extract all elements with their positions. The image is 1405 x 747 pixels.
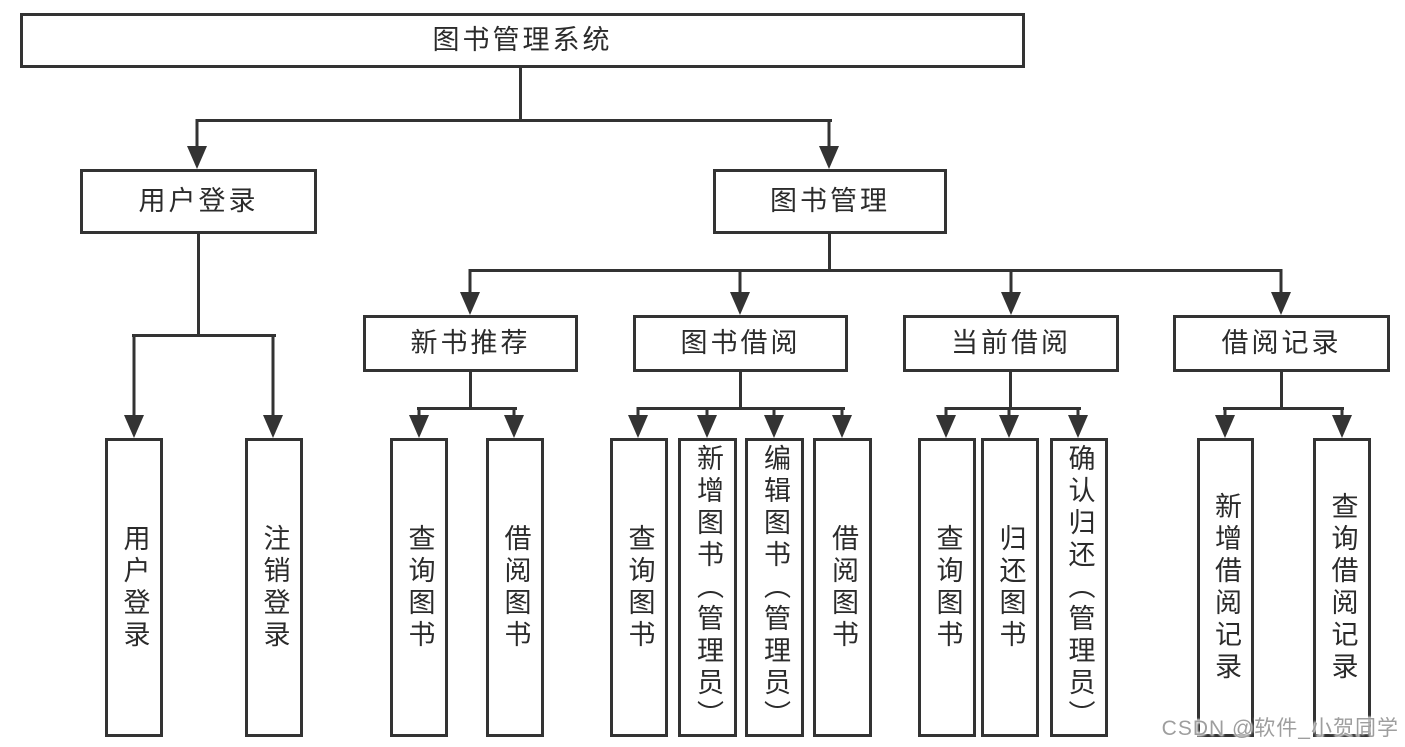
connector-borrow-records-stub: [1280, 370, 1283, 410]
node-book-borrow: 图书借阅: [633, 315, 848, 372]
node-label: 新书推荐: [410, 328, 531, 358]
leaf-query-borrow-record: 查询借阅记录: [1313, 438, 1371, 737]
node-label: 新增借阅记录: [1211, 491, 1241, 684]
arrow-to-query-books-3: [936, 407, 956, 438]
leaf-borrow-books-1: 借阅图书: [486, 438, 544, 737]
node-label: 查询图书: [624, 523, 655, 652]
arrow-to-query-books-1: [409, 407, 429, 438]
node-label: 图书借阅: [680, 328, 801, 358]
connector-new-book-rail: [417, 407, 517, 410]
node-label: 编辑图书（管理员）: [760, 443, 790, 732]
connector-book-borrow-stub: [739, 370, 742, 410]
arrow-to-borrow-books-2: [832, 407, 852, 438]
arrow-to-current-borrow: [1001, 269, 1021, 315]
connector-user-login-stub: [197, 232, 200, 337]
connector-user-login-rail: [132, 334, 276, 337]
arrow-to-confirm-return-admin: [1068, 407, 1088, 438]
arrow-to-new-book-recommend: [460, 269, 480, 315]
leaf-user-login: 用户登录: [105, 438, 163, 737]
arrow-to-return-book: [999, 407, 1019, 438]
leaf-confirm-return-admin: 确认归还（管理员）: [1050, 438, 1108, 737]
connector-book-borrow-rail: [637, 407, 845, 410]
arrow-to-leaf-user-login: [124, 334, 144, 438]
node-label: 图书管理系统: [432, 25, 613, 55]
arrow-to-edit-book-admin: [764, 407, 784, 438]
arrow-to-borrow-records: [1271, 269, 1291, 315]
leaf-edit-book-admin: 编辑图书（管理员）: [745, 438, 804, 737]
arrow-to-leaf-logout: [263, 334, 283, 438]
csdn-watermark: CSDN @软件_小贺同学: [1161, 717, 1399, 740]
arrow-to-user-login: [187, 119, 207, 169]
node-label: 注销登录: [259, 523, 290, 652]
leaf-query-books-3: 查询图书: [918, 438, 976, 737]
node-label: 确认归还（管理员）: [1064, 443, 1095, 732]
connector-current-borrow-stub: [1009, 370, 1012, 410]
leaf-logout: 注销登录: [245, 438, 303, 737]
node-label: 用户登录: [138, 186, 259, 216]
node-label: 图书管理: [770, 186, 890, 216]
node-label: 用户登录: [119, 523, 150, 652]
node-label: 新增图书（管理员）: [693, 443, 723, 732]
leaf-query-books-2: 查询图书: [610, 438, 668, 737]
arrow-to-query-borrow-record: [1332, 407, 1352, 438]
node-user-login: 用户登录: [80, 169, 317, 234]
node-new-book-recommend: 新书推荐: [363, 315, 578, 372]
node-label: 借阅图书: [500, 523, 531, 652]
connector-root-stub: [519, 65, 522, 122]
node-label: 借阅记录: [1221, 328, 1342, 358]
node-label: 查询借阅记录: [1327, 491, 1358, 684]
node-borrow-records: 借阅记录: [1173, 315, 1390, 372]
node-book-management: 图书管理: [713, 169, 947, 234]
arrow-to-add-borrow-record: [1215, 407, 1235, 438]
node-label: 查询图书: [404, 523, 435, 652]
arrow-to-book-management: [819, 119, 839, 169]
node-label: 借阅图书: [828, 523, 858, 652]
connector-borrow-records-rail: [1223, 407, 1344, 410]
arrow-to-borrow-books-1: [504, 407, 524, 438]
node-current-borrow: 当前借阅: [903, 315, 1119, 372]
connector-level2-rail: [196, 119, 832, 122]
node-label: 查询图书: [932, 523, 963, 652]
connector-book-management-stub: [828, 232, 831, 272]
leaf-add-book-admin: 新增图书（管理员）: [678, 438, 737, 737]
arrow-to-book-borrow: [730, 269, 750, 315]
leaf-add-borrow-record: 新增借阅记录: [1197, 438, 1254, 737]
node-library-management-system: 图书管理系统: [20, 13, 1025, 68]
connector-level3-rail: [469, 269, 1282, 272]
arrow-to-query-books-2: [628, 407, 648, 438]
leaf-query-books-1: 查询图书: [390, 438, 448, 737]
node-label: 当前借阅: [951, 328, 1071, 358]
connector-new-book-stub: [469, 370, 472, 410]
leaf-return-book: 归还图书: [981, 438, 1039, 737]
arrow-to-add-book-admin: [697, 407, 717, 438]
leaf-borrow-books-2: 借阅图书: [813, 438, 872, 737]
node-label: 归还图书: [995, 523, 1026, 652]
